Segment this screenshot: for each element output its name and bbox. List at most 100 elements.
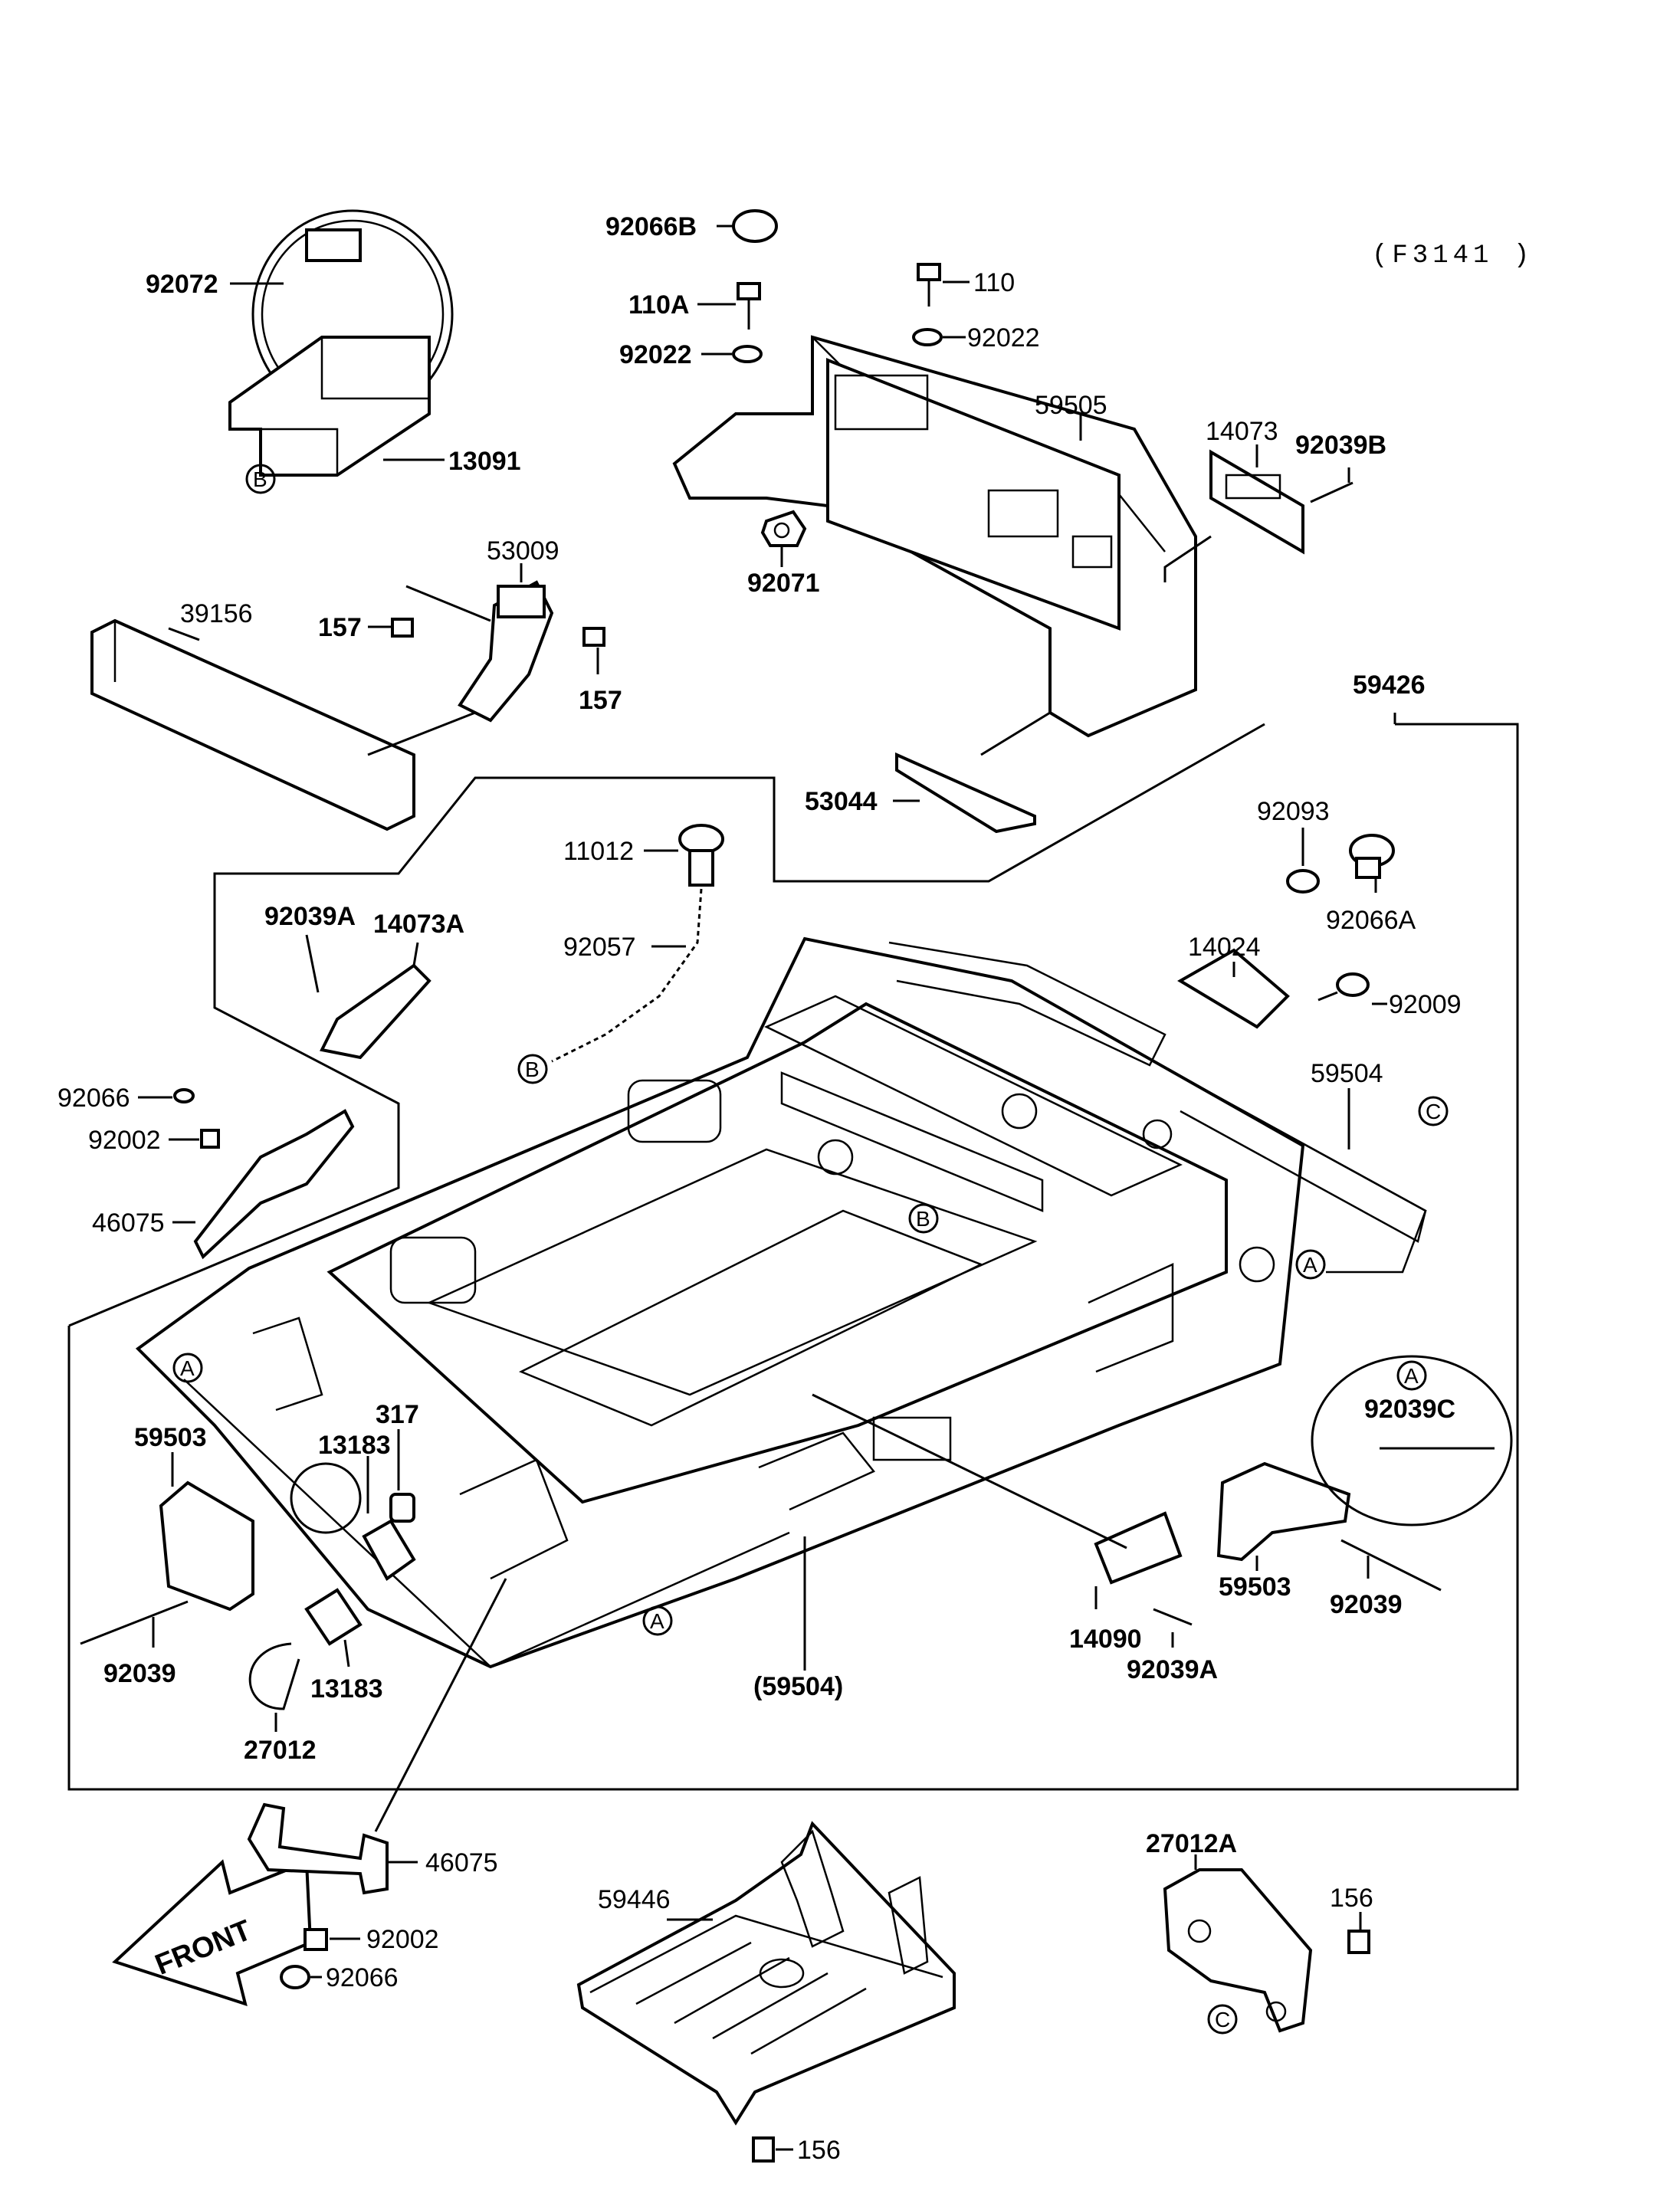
marker-a-bottom: A — [642, 1605, 673, 1636]
handle-part-59505 — [672, 335, 1197, 738]
leader-53009-link — [405, 585, 491, 622]
clip-part-53044 — [895, 752, 1036, 834]
label-156-bottom: 156 — [797, 2136, 841, 2165]
rivet-part-92039A-bottom — [1153, 1608, 1193, 1626]
bracket-part-46075-top — [193, 1109, 355, 1260]
shackle-part-13183-top — [362, 1519, 416, 1581]
bracket-part-53009 — [458, 580, 554, 723]
label-46075-top: 46075 — [92, 1208, 165, 1238]
bracket-part-59503-left — [159, 1481, 254, 1612]
label-92066A: 92066A — [1326, 906, 1416, 935]
leader-14073A — [412, 942, 419, 966]
bracket-part-46075-bottom — [247, 1802, 389, 1895]
cap-part-92066-bottom — [280, 1965, 310, 1989]
clip-part-92066-top — [173, 1088, 195, 1103]
label-156-right: 156 — [1330, 1884, 1373, 1913]
rivet-part-92039-right — [1340, 1539, 1442, 1592]
shackle-part-13183-bottom — [304, 1588, 363, 1646]
front-arrow: FRONT — [112, 1859, 313, 2007]
svg-text:A: A — [180, 1356, 195, 1380]
svg-text:B: B — [525, 1058, 540, 1081]
label-92066-top: 92066 — [57, 1084, 130, 1113]
leader-14073-link — [1163, 535, 1212, 582]
label-92071: 92071 — [747, 569, 820, 598]
label-92072: 92072 — [146, 270, 218, 299]
svg-text:A: A — [650, 1609, 664, 1633]
label-92039-right: 92039 — [1330, 1590, 1403, 1619]
label-110: 110 — [973, 268, 1015, 297]
label-13091: 13091 — [448, 447, 521, 476]
label-59426: 59426 — [1353, 671, 1426, 700]
label-92022-left: 92022 — [619, 340, 692, 369]
rivet-part-92039A-top — [305, 934, 320, 993]
rivet-part-92039B — [1310, 481, 1354, 503]
label-14024: 14024 — [1188, 933, 1261, 962]
detail-circle-right — [1311, 1355, 1513, 1526]
marker-a-left: A — [172, 1353, 203, 1383]
frame-59426 — [67, 723, 1519, 1791]
label-27012A: 27012A — [1146, 1829, 1237, 1858]
screw-part-92002-bottom — [304, 1928, 328, 1951]
svg-text:B: B — [916, 1207, 930, 1231]
svg-text:C: C — [1215, 2008, 1230, 2031]
label-59503-left: 59503 — [134, 1423, 207, 1452]
ubolt-part-27012 — [248, 1642, 300, 1710]
bracket-part-27012A — [1163, 1868, 1313, 2033]
pad-part-14090 — [1094, 1511, 1183, 1585]
label-157-left: 157 — [318, 613, 362, 642]
label-92002-bottom: 92002 — [366, 1925, 439, 1954]
leader-39156-link — [367, 711, 476, 756]
pin-part-317 — [389, 1493, 415, 1523]
label-92057: 92057 — [563, 933, 636, 962]
label-92039-left: 92039 — [103, 1659, 176, 1688]
rivet-part-92039-left — [80, 1600, 189, 1645]
leader-13183-bottom — [343, 1639, 350, 1667]
bolt-part-110 — [917, 263, 941, 307]
frame-59426-inner — [68, 723, 1265, 1327]
marker-c-seal: C — [1418, 1096, 1449, 1126]
leader-39156 — [168, 627, 200, 641]
plug-part-11012 — [678, 824, 724, 887]
label-14090: 14090 — [1069, 1625, 1142, 1654]
label-39156: 39156 — [180, 599, 253, 628]
leader-46075-link — [374, 1578, 507, 1832]
svg-text:A: A — [1303, 1253, 1317, 1277]
screw-part-157-left — [391, 618, 414, 638]
label-59503-right: 59503 — [1219, 1572, 1291, 1602]
hull-body-59426 — [135, 936, 1427, 1669]
label-27012: 27012 — [244, 1736, 317, 1765]
screw-part-92002-top — [200, 1129, 220, 1149]
label-92066B: 92066B — [605, 212, 697, 241]
washer-part-92093 — [1286, 869, 1320, 894]
plate-part-59446 — [576, 1821, 956, 2126]
label-92039B: 92039B — [1295, 431, 1386, 460]
label-92002-top: 92002 — [88, 1126, 161, 1155]
nut-part-92071 — [760, 510, 807, 547]
bolt-part-110A — [737, 282, 761, 330]
plate-part-14073A — [320, 963, 431, 1060]
pad-part-39156 — [90, 618, 415, 831]
svg-text:A: A — [1404, 1364, 1419, 1388]
plate-part-14073 — [1209, 449, 1304, 555]
label-157-right: 157 — [579, 686, 622, 715]
label-53044: 53044 — [805, 787, 878, 816]
marker-a-detail: A — [1396, 1360, 1427, 1391]
detail-circle-left — [290, 1462, 362, 1534]
plate-part-14024 — [1177, 948, 1290, 1029]
label-317: 317 — [376, 1400, 419, 1429]
label-59446: 59446 — [598, 1885, 671, 1914]
label-13183-bottom: 13183 — [310, 1674, 383, 1703]
label-59505: 59505 — [1035, 391, 1107, 420]
label-92022-right: 92022 — [967, 323, 1040, 353]
cap-part-92066B — [732, 209, 778, 243]
label-59504: 59504 — [1311, 1059, 1383, 1088]
washer-part-92022-left — [732, 345, 763, 363]
holder-part-13091 — [228, 336, 431, 477]
label-92009: 92009 — [1389, 990, 1462, 1019]
label-92066-bottom: 92066 — [326, 1963, 399, 1992]
label-13183-top: 13183 — [318, 1431, 391, 1460]
seal-part-59504 — [1187, 1079, 1427, 1274]
leader-14090-link — [812, 1393, 1127, 1549]
marker-b-chain: B — [517, 1054, 548, 1084]
label-92039C: 92039C — [1364, 1395, 1455, 1424]
